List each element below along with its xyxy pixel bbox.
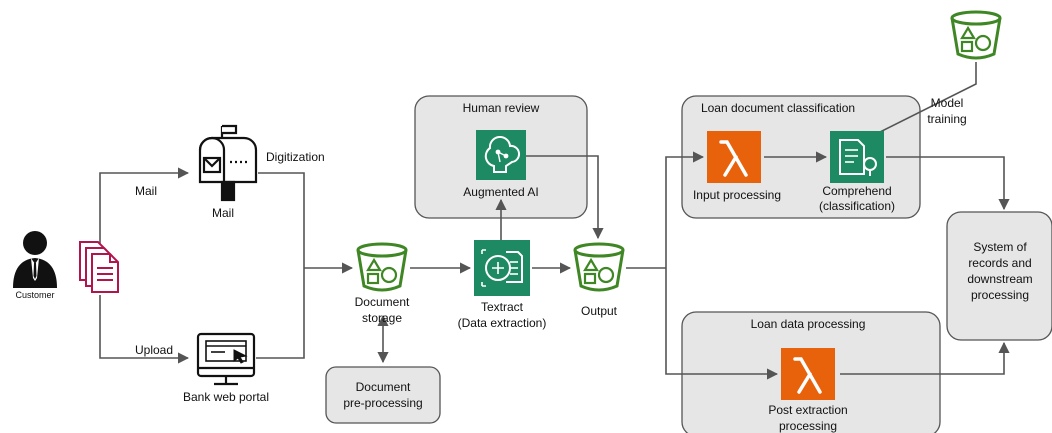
document-storage-label-2: storage [362,311,402,325]
s3-bucket-icon [573,242,625,292]
system-of-records-line-3: downstream [967,272,1032,286]
system-of-records-line-2: records and [968,256,1031,270]
post-extraction-label-2: processing [779,419,837,433]
documents-icon [79,241,119,293]
monitor-icon [196,332,256,386]
input-processing-label: Input processing [693,188,781,202]
augmented-ai-icon [476,130,526,180]
system-of-records-box: System of records and downstream process… [946,211,1052,341]
textract-label-1: Textract [481,300,524,314]
edge-comprehend-to-records [886,156,1010,211]
system-of-records-line-4: processing [971,288,1029,302]
comprehend-label-2: (classification) [819,199,895,213]
edge-output-to-post [665,268,779,380]
comprehend-label-1: Comprehend [822,184,891,198]
s3-bucket-icon [950,10,1002,60]
system-of-records-line-1: System of [973,240,1027,254]
edge-docs-to-mail [99,167,190,255]
pre-processing-box: Document pre-processing [325,366,441,424]
customer-label: Customer [15,290,54,300]
model-training-label-2: training [927,112,966,126]
person-icon [13,231,57,288]
edge-training-to-comprehend [858,62,977,143]
mailbox-icon [198,124,258,202]
model-training-label-1: Model [931,96,964,110]
s3-bucket-icon [356,242,408,292]
augmented-ai-label: Augmented AI [463,185,538,199]
comprehend-icon [830,131,884,183]
edge-docs-to-upload [99,295,190,364]
edge-portal-to-storage [256,268,305,359]
group-loan-classification-title: Loan document classification [701,101,855,115]
textract-icon [474,240,530,296]
edge-post-to-records [840,341,1010,375]
edge-a2i-to-output [526,155,604,240]
group-loan-data-title: Loan data processing [751,317,866,331]
output-label: Output [581,304,618,318]
edge-mail-to-storage [258,172,305,268]
edge-label-mail: Mail [135,184,157,198]
mailbox-label: Mail [212,206,234,220]
pre-processing-label-2: pre-processing [343,396,422,410]
connectors [99,62,1010,380]
lambda-icon [781,348,835,400]
edge-label-digitization: Digitization [266,150,325,164]
web-portal-label: Bank web portal [183,390,269,404]
document-storage-label-1: Document [355,295,410,309]
group-human-review-title: Human review [463,101,540,115]
edge-output-to-input [665,151,705,268]
pre-processing-label-1: Document [356,380,411,394]
post-extraction-label-1: Post extraction [768,403,847,417]
textract-label-2: (Data extraction) [458,316,547,330]
lambda-icon [707,131,761,183]
edge-label-upload: Upload [135,343,173,357]
